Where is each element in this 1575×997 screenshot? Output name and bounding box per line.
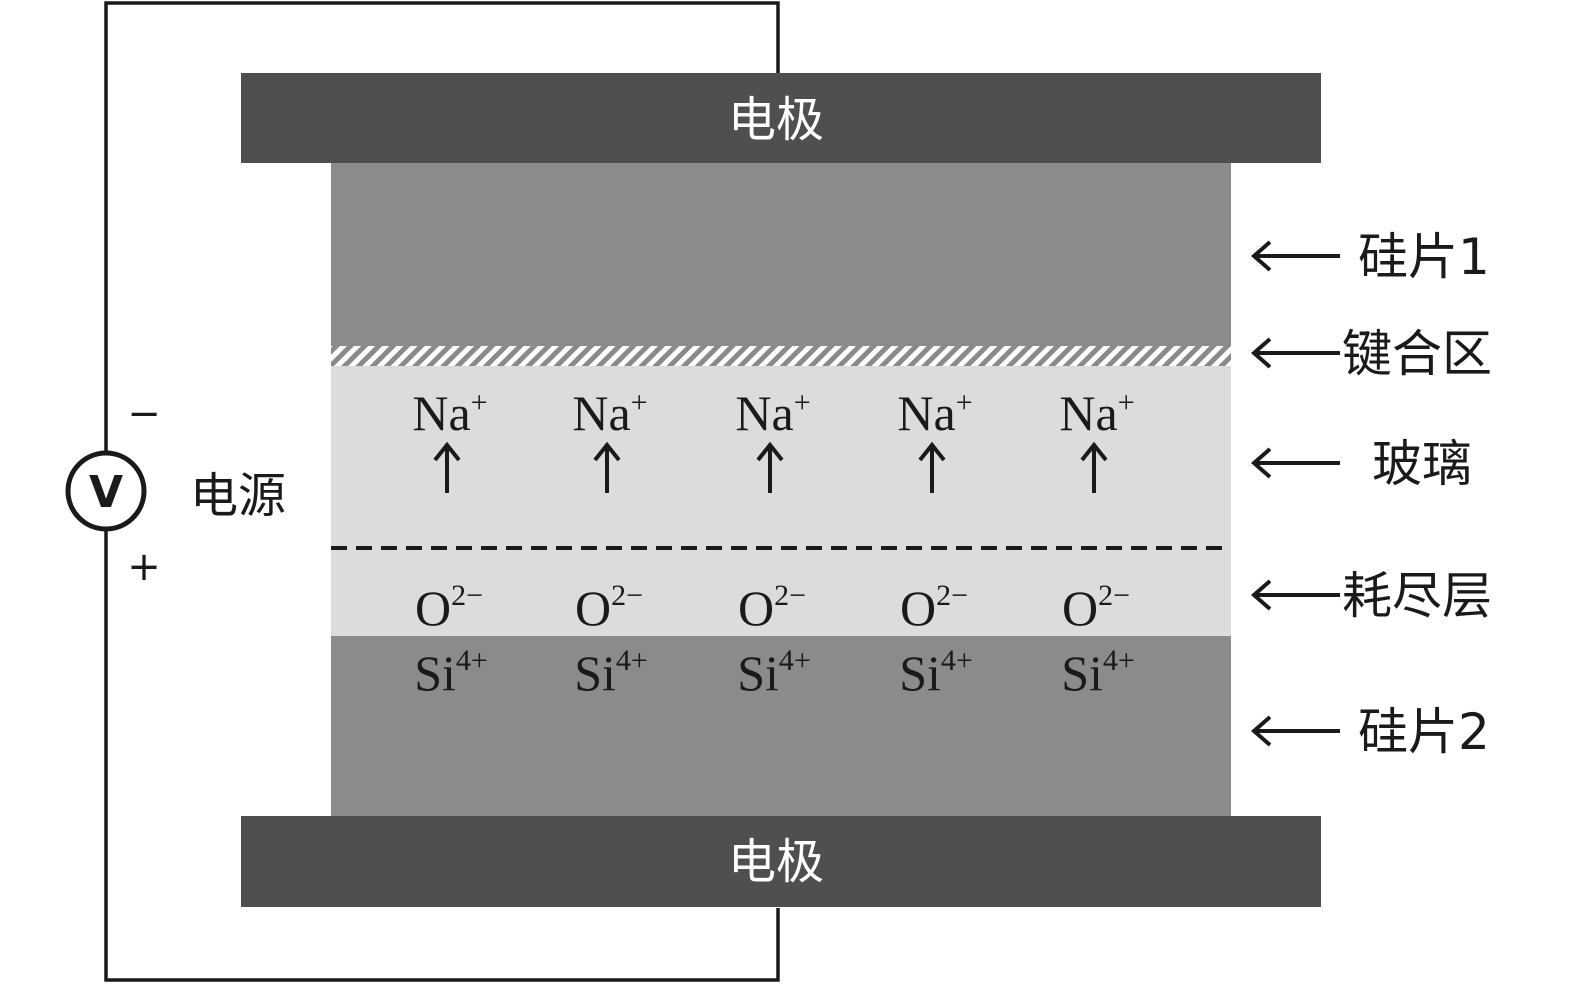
- label-arrow-icon: [1250, 579, 1340, 611]
- silicon-ion: Si4+: [899, 644, 973, 701]
- bottom-electrode: [241, 816, 1321, 907]
- layer-label-glass: 玻璃: [1372, 435, 1472, 493]
- circuit-wires: [104, 1, 780, 982]
- silicon-ion: Si4+: [414, 644, 488, 701]
- silicon-wafer-1: [331, 163, 1231, 346]
- top-electrode: [241, 73, 1321, 163]
- bonding-zone: [331, 346, 1231, 366]
- voltmeter-circle: [65, 450, 147, 532]
- migration-arrow-icon: [1080, 441, 1108, 493]
- top-electrode-label: 电极: [728, 92, 824, 148]
- label-arrow-icon: [1250, 715, 1340, 747]
- migration-arrow-icon: [756, 441, 784, 493]
- na-ion: Na+: [572, 385, 647, 441]
- oxygen-ion: O2−: [575, 579, 643, 636]
- label-arrow-icon: [1250, 447, 1340, 479]
- layer-label-bond: 键合区: [1342, 325, 1492, 383]
- label-arrow-icon: [1250, 240, 1340, 272]
- wire-bottom: [104, 530, 780, 982]
- positive-terminal-sign: +: [127, 544, 161, 590]
- wire-top: [104, 1, 780, 452]
- na-ion: Na+: [1059, 385, 1134, 441]
- layer-label-depletion: 耗尽层: [1342, 567, 1492, 625]
- migration-arrow-icon: [433, 441, 461, 493]
- negative-terminal-sign: −: [127, 391, 161, 437]
- na-ion: Na+: [735, 385, 810, 441]
- label-arrow-icon: [1250, 337, 1340, 369]
- power-supply-label: 电源: [190, 468, 286, 524]
- voltmeter-symbol: V: [89, 467, 123, 518]
- na-ion: Na+: [897, 385, 972, 441]
- oxygen-ion: O2−: [900, 579, 968, 636]
- na-ion: Na+: [412, 385, 487, 441]
- layer-label-wafer2: 硅片2: [1358, 703, 1490, 761]
- migration-arrow-icon: [918, 441, 946, 493]
- oxygen-ion: O2−: [738, 579, 806, 636]
- silicon-ion: Si4+: [574, 644, 648, 701]
- glass-layer: [331, 366, 1231, 636]
- migration-arrow-icon: [593, 441, 621, 493]
- ion-markers: Na+ O2− Si4+ Na+ O2− Si4+ Na+ O2− Si4+ Na+ O2− Si4+…: [412, 385, 1134, 701]
- silicon-ion: Si4+: [1061, 644, 1135, 701]
- voltmeter: V: [65, 450, 147, 532]
- silicon-ion: Si4+: [737, 644, 811, 701]
- oxygen-ion: O2−: [415, 579, 483, 636]
- oxygen-ion: O2−: [1062, 579, 1130, 636]
- layer-label-wafer1: 硅片1: [1358, 228, 1490, 286]
- bottom-electrode-label: 电极: [728, 834, 824, 890]
- silicon-wafer-2: [331, 636, 1231, 816]
